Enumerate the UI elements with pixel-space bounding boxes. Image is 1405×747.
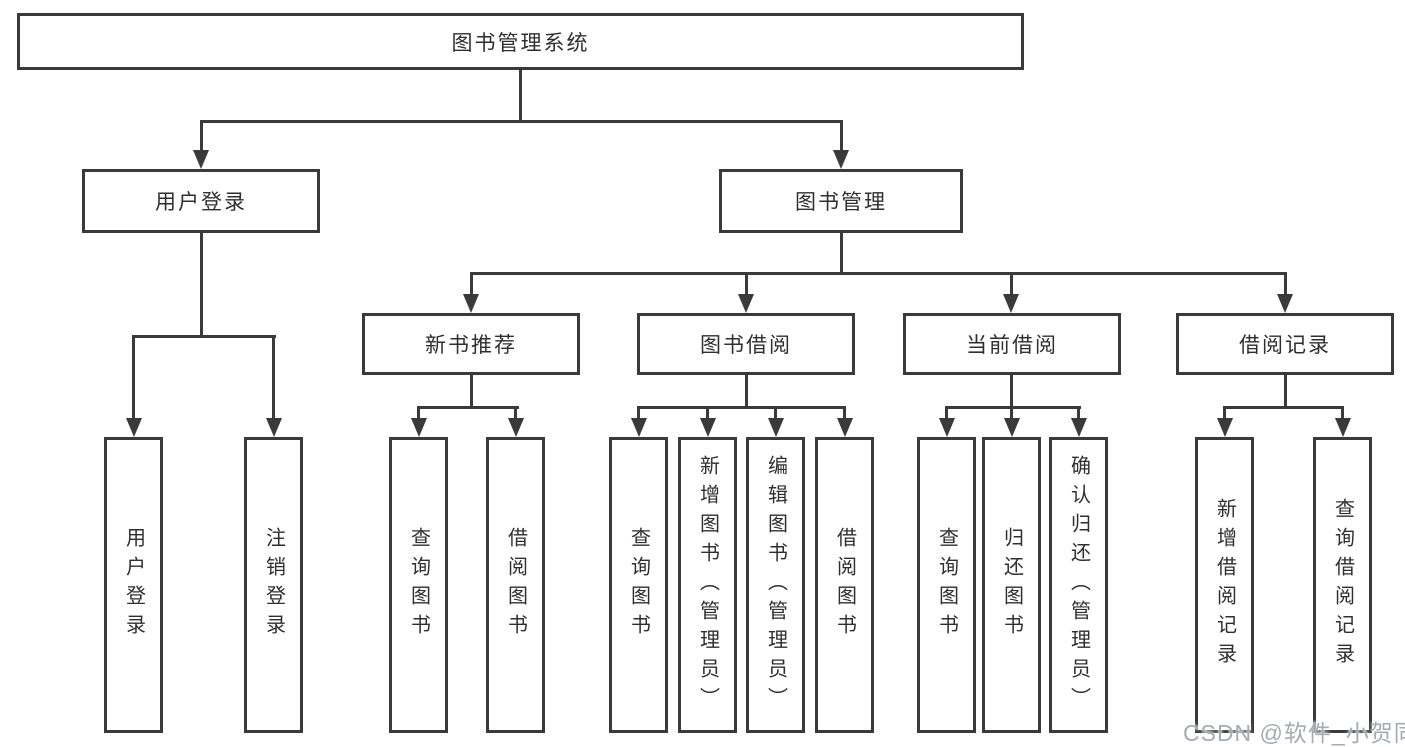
node-current-borrow: 当前借阅 bbox=[903, 313, 1121, 375]
arrowhead-down-icon bbox=[1003, 294, 1019, 313]
connector-line bbox=[470, 272, 1287, 275]
leaf-br-add-record-label: 新增借阅记录 bbox=[1213, 498, 1236, 672]
connector-line bbox=[745, 272, 748, 295]
node-book-mgmt-label: 图书管理 bbox=[795, 191, 887, 214]
leaf-bb-query-books-label: 查询图书 bbox=[627, 527, 650, 643]
arrowhead-down-icon bbox=[768, 418, 784, 437]
leaf-cb-query-books: 查询图书 bbox=[917, 437, 976, 733]
connector-line bbox=[843, 406, 846, 420]
connector-line bbox=[132, 335, 135, 419]
csdn-watermark: CSDN @软件_小贺同学 bbox=[1183, 720, 1405, 746]
node-root-label: 图书管理系统 bbox=[451, 31, 590, 55]
connector-line bbox=[1223, 406, 1344, 409]
leaf-bb-borrow-books: 借阅图书 bbox=[815, 437, 874, 733]
connector-line bbox=[637, 406, 846, 409]
connector-line bbox=[514, 406, 517, 420]
leaf-cb-return-books: 归还图书 bbox=[982, 437, 1041, 733]
node-current-borrow-label: 当前借阅 bbox=[966, 334, 1058, 357]
connector-line bbox=[1284, 272, 1287, 295]
node-book-borrow-label: 图书借阅 bbox=[700, 334, 792, 357]
leaf-bb-edit-books-admin-label: 编辑图书（管理员） bbox=[764, 454, 787, 716]
leaf-bb-add-books-admin-label: 新增图书（管理员） bbox=[696, 454, 719, 716]
connector-line bbox=[1341, 406, 1344, 420]
arrowhead-down-icon bbox=[1071, 418, 1087, 437]
leaf-bb-borrow-books-label: 借阅图书 bbox=[833, 527, 856, 643]
leaf-nbr-query-books-label: 查询图书 bbox=[407, 527, 430, 643]
leaf-logout-label: 注销登录 bbox=[262, 527, 285, 643]
leaf-bb-query-books: 查询图书 bbox=[609, 437, 668, 733]
node-borrow-record: 借阅记录 bbox=[1176, 313, 1394, 375]
connector-line bbox=[745, 375, 748, 409]
arrowhead-down-icon bbox=[126, 418, 142, 437]
arrowhead-down-icon bbox=[411, 418, 427, 437]
leaf-br-add-record: 新增借阅记录 bbox=[1195, 437, 1254, 733]
connector-line bbox=[417, 406, 420, 420]
connector-line bbox=[519, 70, 522, 123]
arrowhead-down-icon bbox=[193, 150, 209, 169]
connector-line bbox=[417, 406, 519, 409]
leaf-nbr-borrow-books-label: 借阅图书 bbox=[504, 527, 527, 643]
connector-line bbox=[774, 406, 777, 420]
node-user-login-label: 用户登录 bbox=[155, 191, 247, 214]
arrowhead-down-icon bbox=[631, 418, 647, 437]
arrowhead-down-icon bbox=[1335, 418, 1351, 437]
connector-line bbox=[200, 233, 203, 337]
arrowhead-down-icon bbox=[1277, 294, 1293, 313]
connector-line bbox=[200, 120, 203, 151]
leaf-user-login: 用户登录 bbox=[104, 437, 163, 733]
node-book-mgmt: 图书管理 bbox=[719, 169, 963, 233]
connector-line bbox=[945, 406, 948, 420]
connector-line bbox=[1010, 406, 1013, 420]
leaf-cb-confirm-return-admin: 确认归还（管理员） bbox=[1049, 437, 1108, 733]
connector-line bbox=[637, 406, 640, 420]
node-root: 图书管理系统 bbox=[17, 13, 1024, 70]
node-new-book-rec-label: 新书推荐 bbox=[425, 334, 517, 357]
leaf-cb-query-books-label: 查询图书 bbox=[935, 527, 958, 643]
arrowhead-down-icon bbox=[939, 418, 955, 437]
node-borrow-record-label: 借阅记录 bbox=[1239, 334, 1331, 357]
connector-line bbox=[200, 120, 843, 123]
leaf-bb-edit-books-admin: 编辑图书（管理员） bbox=[746, 437, 805, 733]
node-book-borrow: 图书借阅 bbox=[637, 313, 855, 375]
leaf-cb-confirm-return-admin-label: 确认归还（管理员） bbox=[1067, 454, 1090, 716]
connector-line bbox=[840, 120, 843, 151]
node-user-login: 用户登录 bbox=[82, 169, 320, 233]
connector-line bbox=[706, 406, 709, 420]
connector-line bbox=[1077, 406, 1080, 420]
connector-line bbox=[1284, 375, 1287, 409]
arrowhead-down-icon bbox=[700, 418, 716, 437]
leaf-cb-return-books-label: 归还图书 bbox=[1000, 527, 1023, 643]
leaf-br-query-record-label: 查询借阅记录 bbox=[1331, 498, 1354, 672]
arrowhead-down-icon bbox=[266, 418, 282, 437]
leaf-logout: 注销登录 bbox=[244, 437, 303, 733]
node-new-book-rec: 新书推荐 bbox=[362, 313, 580, 375]
leaf-nbr-borrow-books: 借阅图书 bbox=[486, 437, 545, 733]
leaf-user-login-label: 用户登录 bbox=[122, 527, 145, 643]
leaf-nbr-query-books: 查询图书 bbox=[389, 437, 448, 733]
connector-line bbox=[470, 375, 473, 409]
connector-line bbox=[945, 406, 1081, 409]
connector-line bbox=[1010, 272, 1013, 295]
arrowhead-down-icon bbox=[508, 418, 524, 437]
connector-line bbox=[272, 335, 275, 419]
arrowhead-down-icon bbox=[1217, 418, 1233, 437]
arrowhead-down-icon bbox=[833, 150, 849, 169]
connector-line bbox=[840, 233, 843, 275]
connector-line bbox=[132, 335, 276, 338]
connector-line bbox=[470, 272, 473, 295]
arrowhead-down-icon bbox=[1004, 418, 1020, 437]
connector-line bbox=[1223, 406, 1226, 420]
connector-line bbox=[1010, 375, 1013, 409]
arrowhead-down-icon bbox=[738, 294, 754, 313]
arrowhead-down-icon bbox=[463, 294, 479, 313]
leaf-br-query-record: 查询借阅记录 bbox=[1313, 437, 1372, 733]
leaf-bb-add-books-admin: 新增图书（管理员） bbox=[678, 437, 737, 733]
arrowhead-down-icon bbox=[837, 418, 853, 437]
